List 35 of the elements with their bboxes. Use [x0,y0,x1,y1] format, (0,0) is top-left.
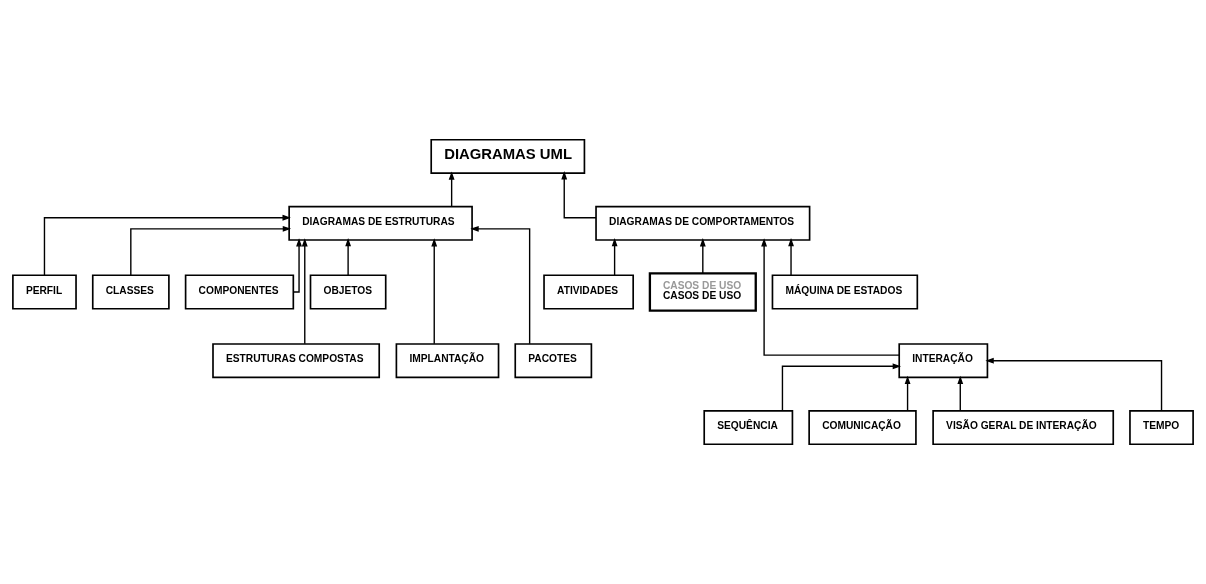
arrow [292,238,302,293]
arrow [43,214,291,276]
node-box: COMUNICAÇÃO [808,410,917,446]
arrow [345,237,352,276]
arrow [788,237,794,276]
node-box: IMPLANTAÇÃO [395,343,500,379]
node-box: MÁQUINA DE ESTADOS [771,274,919,310]
arrow [561,171,597,219]
node-box: TEMPO [1129,410,1194,446]
node-box: ESTRUTURAS COMPOSTAS [212,343,381,379]
arrow [761,238,900,356]
arrow [130,225,292,276]
node-box: PACOTES [514,343,593,379]
arrow [957,375,964,412]
node-box: DIAGRAMAS DE ESTRUTURAS [288,205,473,241]
arrow [699,238,706,274]
node-box: ATIVIDADES [543,274,634,310]
node-box: CASOS DE USO CASOS DE USO [648,272,757,312]
arrow [904,375,911,412]
node-box: DIAGRAMAS DE COMPORTAMENTOS [595,205,811,241]
arrow [611,237,618,276]
arrow [301,238,308,345]
node-box: COMPONENTES [184,274,295,310]
node-box: SEQUÊNCIA [703,410,794,446]
arrow [431,238,438,345]
node-box: VISÃO GERAL DE INTERAÇÃO [932,410,1115,446]
arrow [985,357,1163,412]
node-box: OBJETOS [309,274,387,310]
node-box: INTERAÇÃO [898,343,989,379]
arrow [781,363,902,412]
arrow [448,171,455,208]
node-box: CLASSES [91,274,170,310]
node-box: PERFIL [12,274,77,310]
arrow [470,225,531,345]
node-box: DIAGRAMAS UML [430,138,586,174]
